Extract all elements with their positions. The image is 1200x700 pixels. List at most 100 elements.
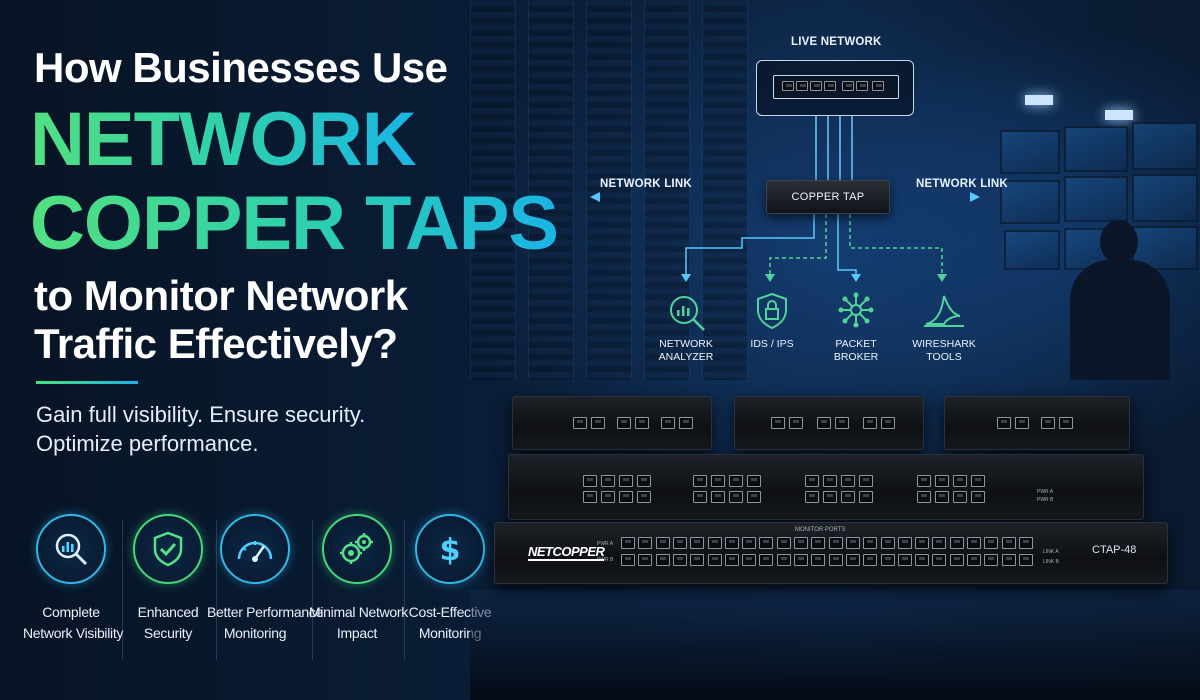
live-network-switch <box>756 60 914 116</box>
tool-label-1: IDS / IPS <box>750 338 794 350</box>
rj45-port <box>967 537 981 549</box>
headline-line-1: How Businesses Use <box>34 44 448 91</box>
rj45-port <box>724 554 739 566</box>
rj45-port <box>967 554 981 566</box>
rj45-port <box>759 537 774 549</box>
rj45-port <box>984 554 999 566</box>
brand-logo: NETCOPPER <box>528 544 605 561</box>
benefit-label-1: Complete <box>42 604 100 620</box>
tool-label-1: PACKET <box>835 338 877 350</box>
port-grid-48 <box>621 537 1037 573</box>
rj45-port <box>621 537 635 549</box>
magnifier-chart-icon <box>36 514 106 584</box>
tagline-line-2: Optimize performance. <box>36 431 259 456</box>
wireshark-icon <box>924 295 964 327</box>
benefit-label-2: Monitoring <box>223 625 287 641</box>
tool-network-analyzer: NETWORK ANALYZER <box>656 338 716 364</box>
pwr-a-label: PWR A <box>597 541 614 547</box>
rj45-port <box>707 537 722 549</box>
live-network-label: LIVE NETWORK <box>791 36 882 48</box>
rj45-port <box>880 537 895 549</box>
rj45-port <box>621 554 635 566</box>
tap-module-2 <box>734 396 924 450</box>
benefit-label-2: Monitoring <box>418 625 482 641</box>
headline-divider <box>36 381 138 384</box>
rj45-port <box>1001 554 1016 566</box>
rj45-port <box>863 554 878 566</box>
benefit-label-2: Network Visibility <box>23 625 124 641</box>
tool-ids-ips: IDS / IPS <box>742 338 802 351</box>
benefit-separator <box>216 520 217 660</box>
gears-icon <box>322 514 392 584</box>
benefit-separator <box>122 520 123 660</box>
rj45-port <box>845 537 860 549</box>
rj45-port <box>811 537 826 549</box>
benefit-label-1: Enhanced <box>137 604 199 620</box>
tap-module-1 <box>512 396 712 450</box>
rj45-port <box>880 554 895 566</box>
tool-label-1: NETWORK <box>659 338 713 350</box>
network-analyzer-icon <box>670 296 705 331</box>
tool-label-2: BROKER <box>833 351 879 363</box>
rj45-port <box>794 537 808 549</box>
rj45-port <box>672 537 687 549</box>
tap-chassis-24: PWR A PWR B <box>508 454 1144 520</box>
tagline-line-1: Gain full visibility. Ensure security. <box>36 402 366 427</box>
rj45-port <box>828 554 843 566</box>
rj45-port <box>707 554 722 566</box>
pwr-a-label: PWR A <box>1037 489 1054 495</box>
rj45-port <box>690 554 705 566</box>
rj45-port <box>794 554 808 566</box>
benefit-enhanced-security: Enhanced Security <box>120 514 216 641</box>
model-label: CTAP-48 <box>1092 544 1137 556</box>
floor-reflection <box>470 590 1200 700</box>
ceiling-light <box>1025 95 1053 105</box>
rj45-port <box>724 537 739 549</box>
operator-silhouette <box>1060 220 1170 380</box>
rj45-port <box>742 537 757 549</box>
benefit-complete-visibility: Complete Network Visibility <box>23 514 124 641</box>
rj45-port <box>932 554 947 566</box>
rj45-port <box>811 554 826 566</box>
rj45-port <box>655 537 670 549</box>
headline-line-2: NETWORK <box>30 97 417 182</box>
rj45-port <box>915 554 930 566</box>
network-link-left-label: NETWORK LINK <box>600 178 692 190</box>
rj45-port <box>1001 537 1016 549</box>
rj45-port <box>776 554 791 566</box>
rj45-port <box>863 537 878 549</box>
benefit-better-performance: Better Performance Monitoring <box>207 514 323 641</box>
rj45-port <box>690 537 705 549</box>
dollar-icon: $ <box>415 514 485 584</box>
copper-tap-device: COPPER TAP <box>766 180 890 214</box>
tool-packet-broker: PACKET BROKER <box>826 338 886 364</box>
rj45-port <box>655 554 670 566</box>
tap-module-3 <box>944 396 1130 450</box>
link-b-label: LINK B <box>1043 559 1059 565</box>
headline-line-3: COPPER TAPS <box>30 181 559 266</box>
svg-text:$: $ <box>440 533 461 568</box>
monitor-ports-label: MONITOR PORTS <box>795 527 846 533</box>
tap-chassis-48: MONITOR PORTS PWR A PWR B LINK A LINK B <box>494 522 1168 584</box>
ceiling-light <box>1105 110 1133 120</box>
shield-check-icon <box>133 514 203 584</box>
benefit-label-1: Minimal Network <box>309 604 408 620</box>
server-racks-background <box>470 0 770 400</box>
rj45-port <box>1018 537 1033 549</box>
benefit-minimal-impact: Minimal Network Impact <box>309 514 408 641</box>
rj45-port <box>638 537 653 549</box>
packet-broker-icon <box>838 292 874 328</box>
rj45-port <box>1018 554 1033 566</box>
rj45-port <box>776 537 791 549</box>
tool-wireshark: WIRESHARK TOOLS <box>912 338 976 364</box>
tool-label-2: ANALYZER <box>658 351 714 363</box>
benefit-label-2: Impact <box>336 625 378 641</box>
tap-diagram: LIVE NETWORK NETWORK LINK NETWORK LINK C… <box>560 30 1020 390</box>
copper-tap-label: COPPER TAP <box>791 191 865 203</box>
rj45-port <box>915 537 930 549</box>
ids-ips-icon <box>757 292 787 330</box>
tool-label-2: TOOLS <box>926 351 962 363</box>
speedometer-icon <box>220 514 290 584</box>
benefit-separator <box>404 520 405 660</box>
rj45-port <box>845 554 860 566</box>
